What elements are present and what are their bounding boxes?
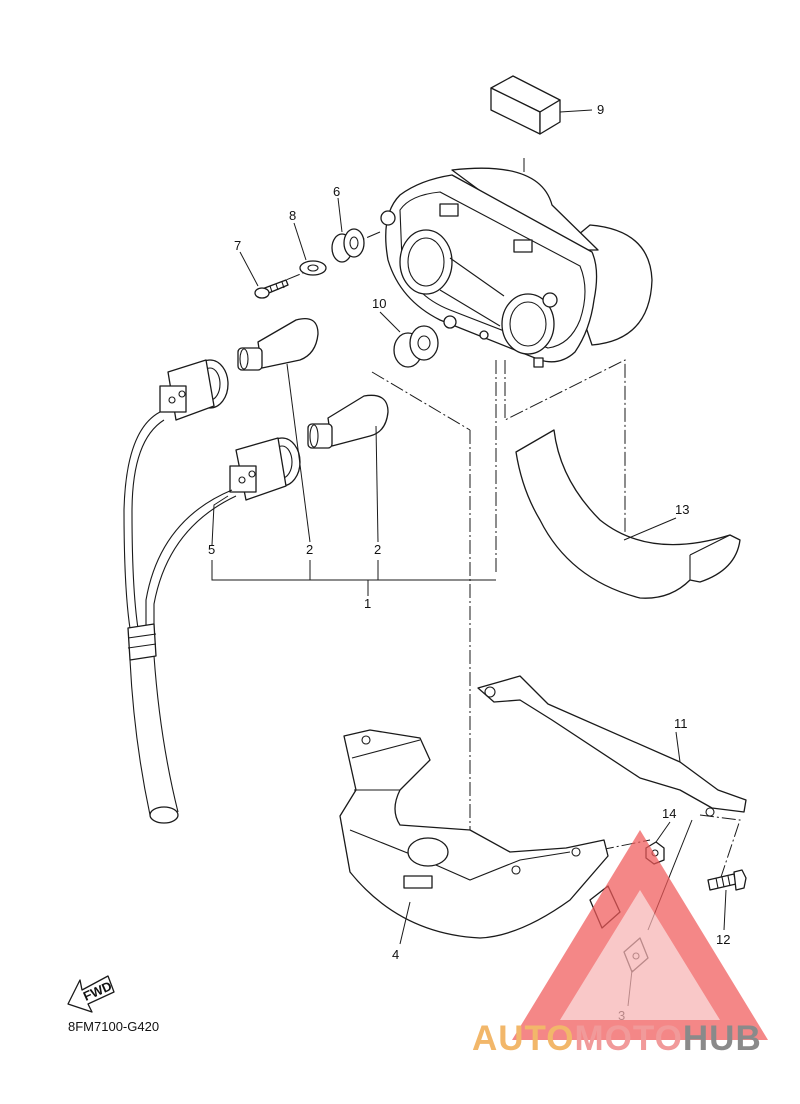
watermark-triangle-icon [512,830,768,1040]
brand-auto: AUTO [472,1019,575,1058]
part-3-socket-upper [159,359,229,421]
part-9-lower-case [339,729,609,939]
callout-2-right: 2 [374,542,381,557]
brand-hub: HUB [682,1019,762,1058]
part-2-bulb-lower [307,394,389,449]
part-7-block [490,75,561,135]
part-code: 8FM7100-G420 [68,1019,159,1034]
part-8-grommet [393,325,439,368]
callout-10: 11 [674,716,688,731]
callout-7: 9 [597,102,604,117]
assembly-lines [285,158,741,881]
part-10-bracket [477,675,747,817]
brand-moto: MOTO [574,1019,683,1058]
part-5-screw [254,279,289,299]
callout-6: 8 [289,208,296,223]
callout-1: 1 [364,596,371,611]
part-6-washer [299,260,327,276]
callout-4: 6 [333,184,340,199]
callout-13: 13 [675,502,689,517]
callout-5: 7 [234,238,241,253]
callout-12: 12 [716,932,730,947]
lamp-housing [380,167,653,368]
part-3-wire-harness [123,411,237,824]
part-4-grommet [331,228,365,263]
part-13-cover [515,429,741,599]
watermark-brand: AUTOMOTOHUB [472,1019,762,1059]
leader-lines [211,109,727,1007]
callout-8: 10 [372,296,386,311]
callout-9: 4 [392,947,399,962]
part-12-bolt [707,869,747,891]
callout-2-left: 2 [306,542,313,557]
fwd-arrow-icon: FWD [67,975,115,1013]
part-2-bulb-upper [237,317,319,371]
callout-14: 14 [662,806,676,821]
part-3-socket-lower [229,437,301,501]
callout-3: 5 [208,542,215,557]
